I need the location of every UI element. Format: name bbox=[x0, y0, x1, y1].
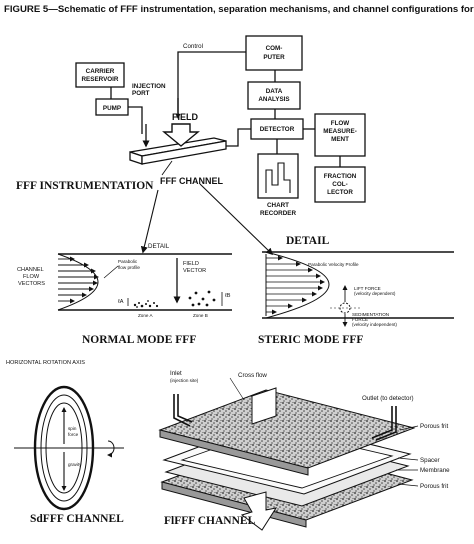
chart-recorder-box bbox=[257, 153, 299, 199]
flow-measurement-label-2: MEASURE- bbox=[323, 128, 357, 135]
porous-frit-top-label: Porous frit bbox=[420, 423, 448, 430]
channel-flow-vectors-label-1: CHANNEL bbox=[17, 267, 44, 273]
spin-force-label-1: spin bbox=[68, 426, 77, 431]
sedimentation-force-label-2: FORCE bbox=[352, 317, 368, 322]
zone-a-label: Zone A bbox=[138, 313, 153, 318]
fff-channel-label: FFF CHANNEL bbox=[160, 176, 223, 186]
detail-arrows bbox=[140, 183, 274, 256]
fraction-collector-label-2: COL- bbox=[332, 181, 347, 188]
computer-box bbox=[245, 35, 303, 71]
data-analysis-label-2: ANALYSIS bbox=[258, 96, 289, 103]
normal-mode-title: NORMAL MODE FFF bbox=[82, 334, 196, 346]
fraction-collector-label-3: LECTOR bbox=[327, 189, 353, 196]
spin-force-label-2: force bbox=[68, 432, 79, 437]
flow-measurement-label-3: MENT bbox=[331, 136, 349, 143]
channel-flow-vectors-label-2: FLOW bbox=[23, 274, 40, 280]
spacer-label: Spacer bbox=[420, 457, 440, 464]
sedimentation-force-label-1: SEDIMENTATION bbox=[352, 312, 389, 317]
fff-instrumentation bbox=[75, 35, 366, 203]
normal-mode-panel: CHANNEL FLOW VECTORS Parabolic flow prof… bbox=[17, 243, 232, 346]
sedimentation-force-label-3: (velocity independent) bbox=[352, 322, 397, 327]
carrier-reservoir-label-1: CARRIER bbox=[86, 68, 115, 75]
fifff-panel: Inlet (injection site) Cross flow Outlet… bbox=[158, 370, 450, 531]
parabolic-velocity-profile-label: Parabolic Velocity Profile bbox=[308, 262, 359, 267]
data-analysis-label-1: DATA bbox=[266, 88, 283, 95]
field-vector-label-1: FIELD bbox=[183, 261, 199, 267]
chart-recorder-label-1: CHART bbox=[267, 202, 289, 209]
pump-label: PUMP bbox=[103, 105, 121, 112]
field-vector-label-2: VECTOR bbox=[183, 268, 206, 274]
inlet-sublabel: (injection site) bbox=[170, 378, 199, 383]
porous-frit-bottom-label: Porous frit bbox=[420, 483, 448, 490]
channel-flow-vectors-label-3: VECTORS bbox=[18, 281, 45, 287]
steric-mode-title: STERIC MODE FFF bbox=[258, 334, 363, 346]
normal-detail-label: DETAIL bbox=[148, 243, 170, 250]
zone-b-label: Zone B bbox=[193, 313, 208, 318]
steric-detail-label: DETAIL bbox=[286, 235, 330, 247]
field-arrow-icon bbox=[162, 123, 200, 147]
membrane-label: Membrane bbox=[420, 467, 450, 474]
normal-particles bbox=[133, 290, 216, 308]
outlet-label: Outlet (to detector) bbox=[362, 395, 414, 402]
field-label: FIELD bbox=[172, 112, 198, 122]
figure-caption: FIGURE 5—Schematic of FFF instrumentatio… bbox=[4, 4, 474, 15]
computer-label-2: PUTER bbox=[263, 54, 285, 61]
fff-instrumentation-title: FFF INSTRUMENTATION bbox=[16, 180, 154, 192]
data-analysis-box bbox=[247, 81, 301, 110]
computer-label-1: COM- bbox=[266, 45, 283, 52]
carrier-reservoir-label-2: RESERVOIR bbox=[82, 76, 119, 83]
fifff-title: FlFFF CHANNEL bbox=[164, 515, 256, 527]
parabolic-flow-profile-label-2: flow profile bbox=[118, 265, 140, 270]
lift-force-label-1: LIFT FORCE bbox=[354, 286, 381, 291]
steric-mode-panel: Parabolic Velocity Profile LIFT FORCE (v… bbox=[258, 235, 454, 346]
flow-measurement-label-1: FLOW bbox=[331, 120, 350, 127]
horizontal-rotation-axis-label: HORIZONTAL ROTATION AXIS bbox=[6, 360, 85, 366]
lift-force-label-2: (velocity dependent) bbox=[354, 291, 396, 296]
parabolic-flow-profile-label-1: Parabolic bbox=[118, 259, 138, 264]
fraction-collector-box bbox=[314, 166, 366, 203]
sdfff-panel: HORIZONTAL ROTATION AXIS spin force grav… bbox=[6, 360, 124, 525]
gravity-label: gravity bbox=[68, 462, 82, 467]
l-a-label: ℓA bbox=[118, 299, 124, 305]
carrier-reservoir-box bbox=[75, 62, 125, 88]
inlet-label: Inlet bbox=[170, 370, 182, 377]
chart-recorder-label-2: RECORDER bbox=[260, 210, 296, 217]
cross-flow-label: Cross flow bbox=[238, 372, 267, 379]
sdfff-title: SdFFF CHANNEL bbox=[30, 513, 124, 525]
injection-port-label-2: PORT bbox=[132, 90, 150, 97]
fff-instrumentation-labels: CARRIER RESERVOIR PUMP INJECTION PORT Co… bbox=[16, 43, 357, 217]
l-b-label: ℓB bbox=[225, 293, 231, 299]
detector-label: DETECTOR bbox=[260, 126, 295, 133]
fraction-collector-label-1: FRACTION bbox=[324, 173, 357, 180]
control-label: Control bbox=[183, 43, 203, 50]
injection-port-label-1: INJECTION bbox=[132, 83, 166, 90]
